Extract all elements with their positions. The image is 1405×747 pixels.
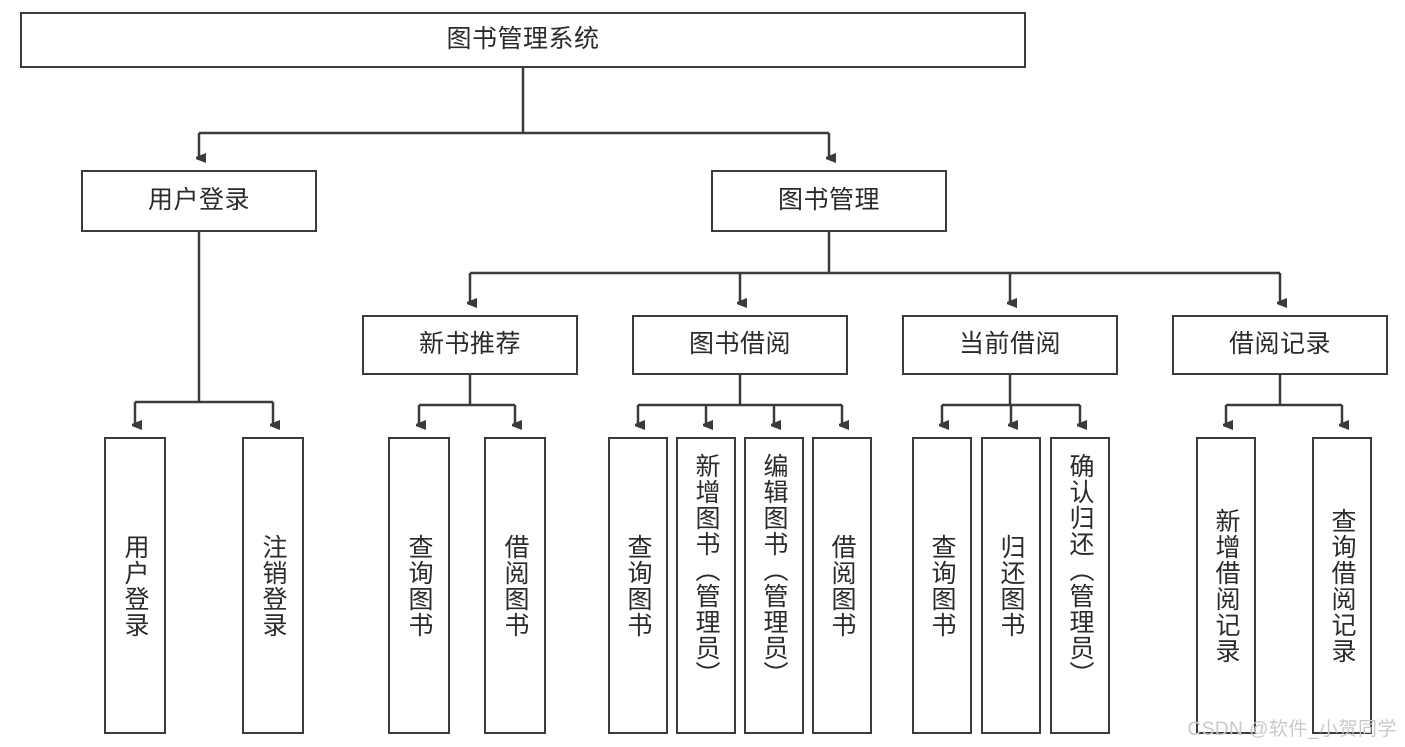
node-leaf-borrow-add-book-label: 新增图书（管理员） — [692, 453, 720, 687]
node-root[interactable]: 图书管理系统 — [20, 12, 1026, 68]
node-user-login[interactable]: 用户登录 — [81, 170, 317, 232]
node-leaf-rec-query-book-label: 查询图书 — [405, 533, 433, 638]
node-new-book-rec-label: 新书推荐 — [418, 330, 521, 359]
node-leaf-rec-borrow-book-label: 借阅图书 — [501, 533, 529, 638]
node-user-login-label: 用户登录 — [147, 186, 250, 215]
node-book-borrow[interactable]: 图书借阅 — [632, 315, 848, 375]
node-leaf-borrow-edit-book[interactable]: 编辑图书（管理员） — [744, 437, 804, 734]
watermark-text: CSDN @软件_小贺同学 — [1187, 719, 1397, 740]
node-leaf-borrow-borrow-book[interactable]: 借阅图书 — [812, 437, 872, 734]
node-leaf-current-return-book-label: 归还图书 — [997, 533, 1025, 638]
node-leaf-borrow-query-book[interactable]: 查询图书 — [608, 437, 668, 734]
node-new-book-rec[interactable]: 新书推荐 — [362, 315, 578, 375]
node-leaf-rec-borrow-book[interactable]: 借阅图书 — [484, 437, 546, 734]
node-borrow-record[interactable]: 借阅记录 — [1172, 315, 1388, 375]
node-leaf-record-add-label: 新增借阅记录 — [1212, 507, 1240, 664]
node-leaf-record-add[interactable]: 新增借阅记录 — [1196, 437, 1256, 734]
node-current-borrow[interactable]: 当前借阅 — [902, 315, 1118, 375]
node-leaf-rec-query-book[interactable]: 查询图书 — [388, 437, 450, 734]
node-leaf-logout[interactable]: 注销登录 — [242, 437, 304, 734]
node-borrow-record-label: 借阅记录 — [1228, 330, 1331, 359]
node-book-borrow-label: 图书借阅 — [688, 330, 791, 359]
node-leaf-borrow-edit-book-label: 编辑图书（管理员） — [760, 453, 788, 687]
node-book-manage-label: 图书管理 — [777, 186, 880, 215]
node-leaf-record-query-label: 查询借阅记录 — [1328, 507, 1356, 664]
node-leaf-current-query-book[interactable]: 查询图书 — [912, 437, 972, 734]
node-current-borrow-label: 当前借阅 — [958, 330, 1061, 359]
node-leaf-borrow-query-book-label: 查询图书 — [624, 533, 652, 638]
node-leaf-current-query-book-label: 查询图书 — [928, 533, 956, 638]
node-leaf-borrow-borrow-book-label: 借阅图书 — [828, 533, 856, 638]
node-leaf-borrow-add-book[interactable]: 新增图书（管理员） — [676, 437, 736, 734]
node-leaf-user-login-label: 用户登录 — [121, 533, 149, 638]
node-root-label: 图书管理系统 — [446, 25, 600, 54]
node-book-manage[interactable]: 图书管理 — [711, 170, 947, 232]
node-leaf-logout-label: 注销登录 — [259, 533, 287, 638]
node-leaf-current-confirm-return[interactable]: 确认归还（管理员） — [1050, 437, 1110, 734]
node-leaf-user-login[interactable]: 用户登录 — [104, 437, 166, 734]
node-leaf-current-confirm-return-label: 确认归还（管理员） — [1066, 453, 1094, 687]
node-leaf-record-query[interactable]: 查询借阅记录 — [1312, 437, 1372, 734]
node-leaf-current-return-book[interactable]: 归还图书 — [981, 437, 1041, 734]
